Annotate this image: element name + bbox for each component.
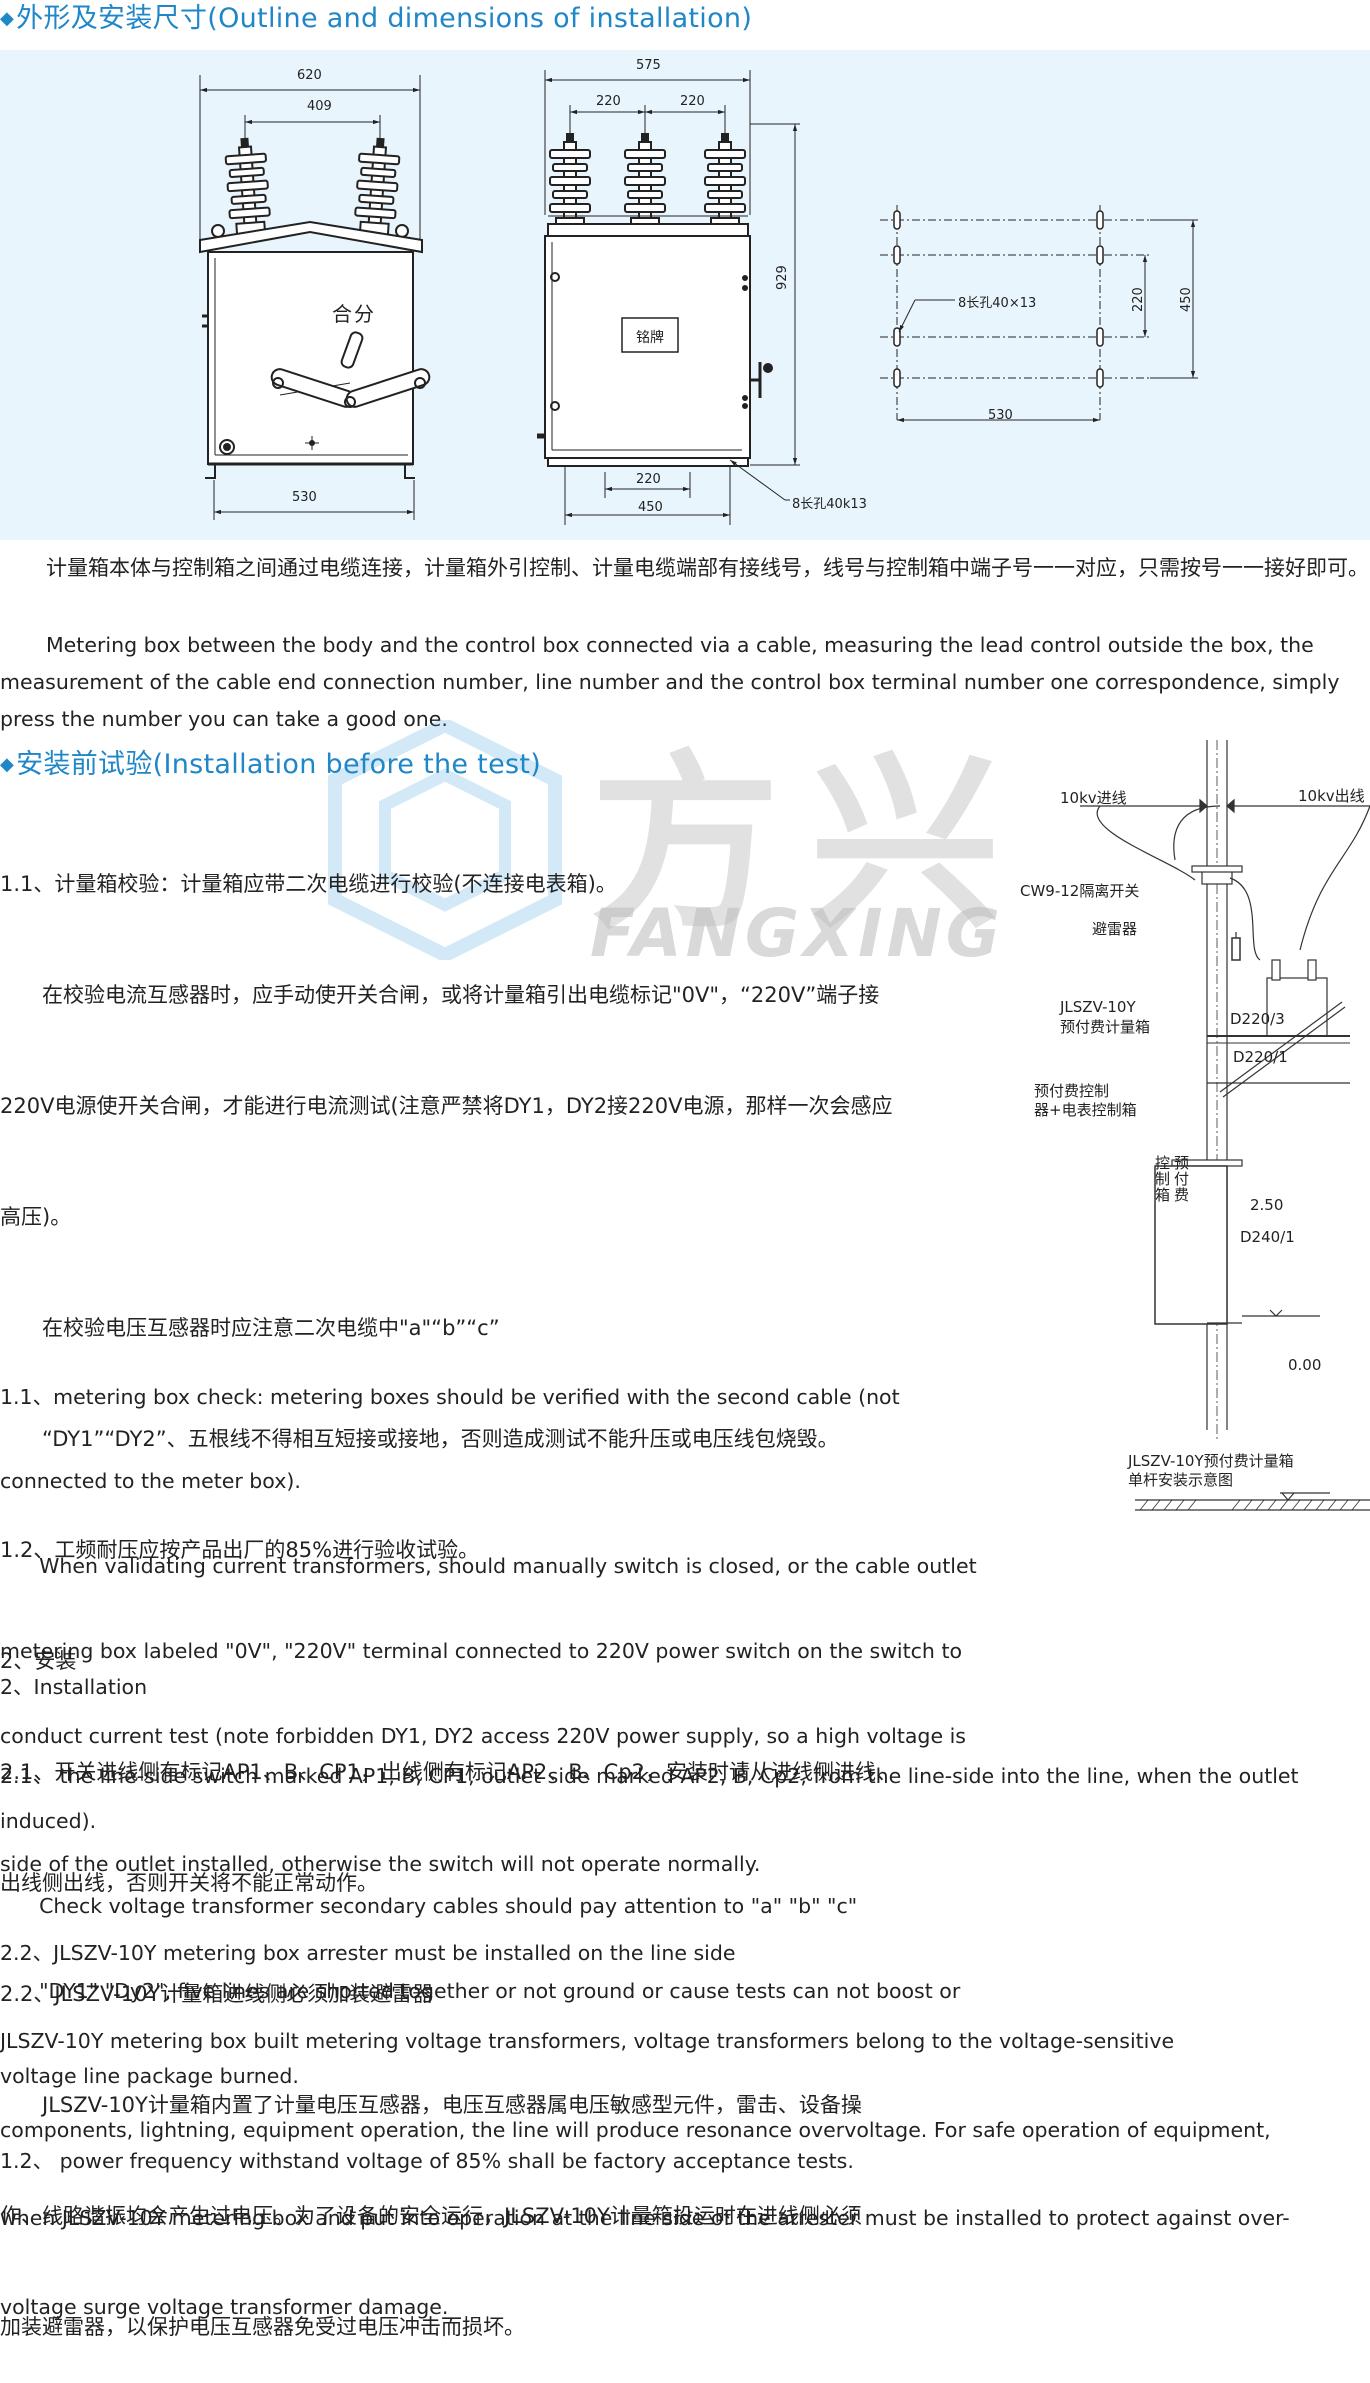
dim-620-label: 620 — [297, 68, 322, 83]
metering-box-label-line1: JLSZV-10Y — [1060, 998, 1136, 1016]
dim-220-left-label: 220 — [596, 94, 621, 109]
isolating-switch-label: CW9-12隔离开关 — [1020, 882, 1140, 900]
diamond-bullet-icon: ◆ — [0, 754, 15, 775]
watermark-cn: 方兴 — [590, 734, 1031, 955]
dim-929-label: 929 — [775, 265, 790, 290]
en-line: components, lightning, equipment operati… — [0, 2117, 1271, 2142]
cn-line: “DY1”“DY2”、五根线不得相互短接或接地，否则造成测试不能升压或电压线包烧… — [0, 1427, 839, 1451]
ground-level-label: 0.00 — [1288, 1356, 1322, 1374]
section-heading-test: ◆安装前试验(Installation before the test) — [0, 749, 542, 780]
height-2-50-label: 2.50 — [1250, 1196, 1284, 1214]
control-box-vertical-text-2: 预付费 — [1172, 1155, 1190, 1203]
dim-220-vertical-label: 220 — [1131, 287, 1146, 312]
cn-line: 高压)。 — [0, 1205, 72, 1229]
slot-callout-label: 8长孔40k13 — [792, 497, 867, 512]
en-line: metering box labeled "0V", "220V" termin… — [0, 1639, 963, 1664]
dim-530-label: 530 — [292, 490, 317, 505]
d220-3-label: D220/3 — [1230, 1010, 1285, 1028]
intro-english-paragraph: Metering box between the body and the co… — [0, 633, 1340, 731]
en-line: side of the outlet installed, otherwise … — [0, 1852, 761, 1876]
dim-220-bottom-label: 220 — [636, 472, 661, 487]
fangxing-logo-watermark — [328, 720, 562, 960]
section-heading-outline: ◆外形及安装尺寸(Outline and dimensions of insta… — [0, 3, 753, 34]
dim-409-label: 409 — [307, 99, 332, 114]
dim-575-label: 575 — [636, 58, 661, 73]
cn-line: 1.1、计量箱校验：计量箱应带二次电缆进行校验(不连接电表箱)。 — [0, 872, 617, 896]
d240-1-label: D240/1 — [1240, 1228, 1295, 1246]
control-box-label-line2: 器+电表控制箱 — [1034, 1101, 1137, 1119]
en-line: connected to the meter box). — [0, 1469, 301, 1494]
dim-450-bottom-label: 450 — [638, 500, 663, 515]
english-instructions-part2: 2、Installation 2.1、 the line-side switch… — [0, 1614, 1370, 2352]
pole-installation-diagram — [1080, 740, 1370, 1511]
d220-1-label: D220/1 — [1233, 1048, 1288, 1066]
side-view-drawing — [199, 75, 431, 520]
en-line: 1.1、metering box check: metering boxes s… — [0, 1384, 900, 1409]
front-view-drawing — [537, 70, 800, 525]
outlet-line-label: 10kv出线 — [1298, 787, 1365, 805]
cn-line: 1.2、工频耐压应按产品出厂的85%进行验收试验。 — [0, 1538, 480, 1562]
dim-450-vertical-label: 450 — [1179, 287, 1194, 312]
watermark-en: FANGXING — [590, 895, 1004, 972]
nameplate-label: 铭牌 — [636, 330, 664, 346]
diagram-caption-line2: 单杆安装示意图 — [1128, 1471, 1234, 1489]
en-line: 2.1、 the line-side switch marked AP1, B,… — [0, 1763, 1299, 1788]
hole-slot-label: 8长孔40×13 — [958, 296, 1037, 311]
control-box-label-line1: 预付费控制 — [1034, 1082, 1110, 1100]
intro-chinese-paragraph: 计量箱本体与控制箱之间通过电缆连接，计量箱外引控制、计量电缆端部有接线号，线号与… — [46, 556, 1369, 580]
en-line: 2、Installation — [0, 1675, 148, 1699]
cn-line: 2.1、开关进线侧有标记AP1、B、CP1，出线侧有标记AP2、B、Cp2，安装… — [0, 1760, 898, 1784]
dim-220-right-label: 220 — [680, 94, 705, 109]
dim-530-right-label: 530 — [988, 408, 1013, 423]
en-line: induced). — [0, 1809, 97, 1834]
cn-line: 220V电源使开关合闸，才能进行电流测试(注意严禁将DY1，DY2接220V电源… — [0, 1094, 893, 1118]
cn-line: 2、安装 — [0, 1649, 77, 1673]
switch-label: 合分 — [332, 302, 376, 326]
control-box-vertical-text-1: 控制箱 — [1153, 1155, 1171, 1203]
en-line: JLSZV-10Y metering box built metering vo… — [0, 2029, 1175, 2053]
dimension-drawings — [199, 70, 1198, 525]
en-line: when JLSZV-10Y metering box and put into… — [0, 2206, 1290, 2230]
en-line: conduct current test (note forbidden DY1… — [0, 1724, 966, 1749]
cn-line: 在校验电压互感器时应注意二次电缆中"a"“b”“c” — [0, 1316, 500, 1340]
cn-line: 在校验电流互感器时，应手动使开关合闸，或将计量箱引出电缆标记"0V"，“220V… — [0, 983, 880, 1007]
diamond-bullet-icon: ◆ — [0, 8, 15, 29]
arrester-label: 避雷器 — [1092, 920, 1138, 938]
inlet-line-label: 10kv进线 — [1060, 789, 1127, 807]
en-line: voltage surge voltage transformer damage… — [0, 2294, 449, 2319]
diagram-caption-line1: JLSZV-10Y预付费计量箱 — [1128, 1452, 1294, 1470]
metering-box-label-line2: 预付费计量箱 — [1060, 1018, 1151, 1036]
en-line: 2.2、JLSZV-10Y metering box arrester must… — [0, 1940, 736, 1965]
mounting-holes-drawing — [880, 205, 1198, 423]
en-line: When validating current transformers, sh… — [0, 1554, 977, 1579]
